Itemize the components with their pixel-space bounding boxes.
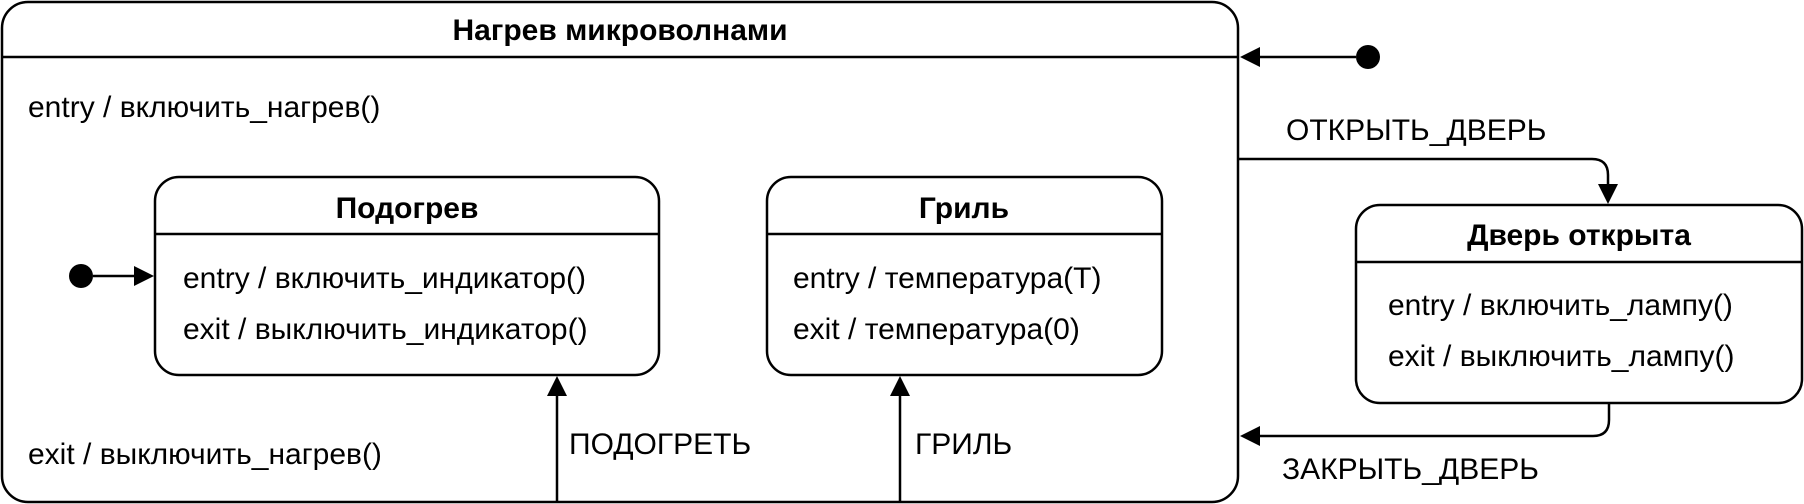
transition-close-door: ЗАКРЫТЬ_ДВЕРЬ xyxy=(1240,403,1611,486)
initial-transition-reheat-arrowhead xyxy=(134,266,154,286)
outer-state-title: Нагрев микроволнами xyxy=(452,14,787,47)
initial-state-outer xyxy=(1240,45,1380,69)
transition-reheat-arrowhead xyxy=(547,376,567,396)
transition-grill: ГРИЛЬ xyxy=(890,376,1012,502)
transition-reheat: ПОДОГРЕТЬ xyxy=(547,376,751,502)
substate-grill: Гриль entry / температура(T) exit / темп… xyxy=(765,175,1164,377)
substate-reheat-exit-action: exit / выключить_индикатор() xyxy=(183,313,588,346)
transition-open-door-arrowhead xyxy=(1598,184,1618,204)
substate-reheat-entry-action: entry / включить_индикатор() xyxy=(183,262,586,295)
transition-close-door-line xyxy=(1258,403,1611,438)
outer-state-entry-action: entry / включить_нагрев() xyxy=(28,91,380,124)
transition-open-door-label: ОТКРЫТЬ_ДВЕРЬ xyxy=(1286,114,1546,147)
state-door-open-entry-action: entry / включить_лампу() xyxy=(1388,289,1733,322)
substate-grill-title: Гриль xyxy=(919,192,1009,225)
transition-open-door-line xyxy=(1238,157,1610,186)
substate-grill-frame xyxy=(765,175,1164,377)
state-door-open-frame xyxy=(1354,203,1804,405)
initial-dot-outer xyxy=(1356,45,1380,69)
initial-transition-outer-arrowhead xyxy=(1240,47,1260,67)
state-door-open-exit-action: exit / выключить_лампу() xyxy=(1388,340,1734,373)
transition-reheat-label: ПОДОГРЕТЬ xyxy=(569,428,751,461)
substate-reheat-frame xyxy=(153,175,661,377)
substate-reheat-title: Подогрев xyxy=(336,192,479,225)
initial-state-reheat xyxy=(69,264,154,288)
substate-reheat: Подогрев entry / включить_индикатор() ex… xyxy=(153,175,661,377)
outer-state-exit-action: exit / выключить_нагрев() xyxy=(28,438,382,471)
transition-open-door: ОТКРЫТЬ_ДВЕРЬ xyxy=(1238,114,1618,204)
initial-dot-reheat xyxy=(69,264,93,288)
transition-grill-label: ГРИЛЬ xyxy=(915,428,1012,461)
state-door-open: Дверь открыта entry / включить_лампу() e… xyxy=(1354,203,1804,405)
substate-grill-entry-action: entry / температура(T) xyxy=(793,262,1101,295)
transition-close-door-arrowhead xyxy=(1240,426,1260,446)
substate-grill-exit-action: exit / температура(0) xyxy=(793,313,1080,346)
transition-grill-arrowhead xyxy=(890,376,910,396)
state-door-open-title: Дверь открыта xyxy=(1467,219,1691,252)
transition-close-door-label: ЗАКРЫТЬ_ДВЕРЬ xyxy=(1282,453,1539,486)
